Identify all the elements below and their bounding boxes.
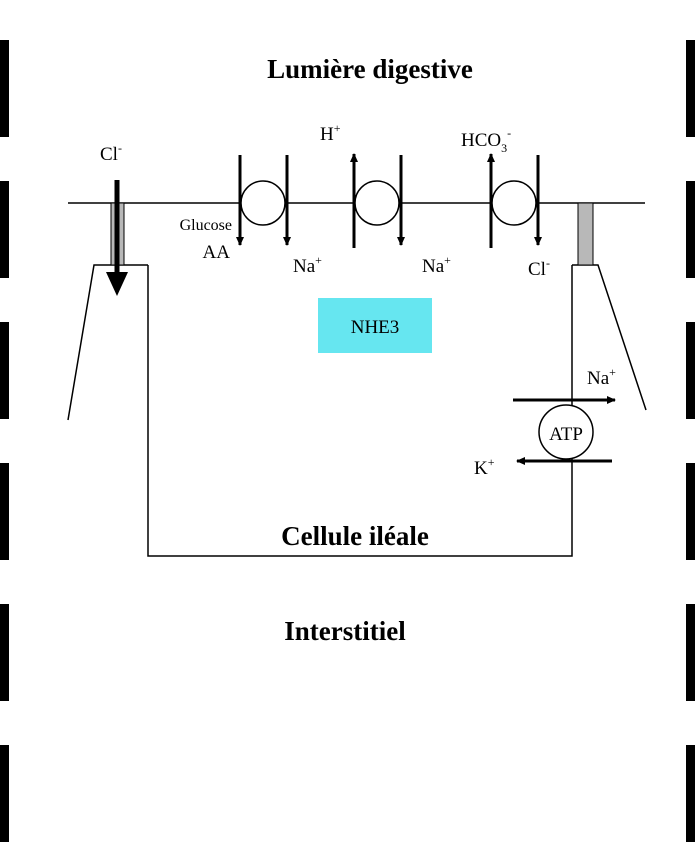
na-pump-label: Na+ [587, 365, 616, 389]
h-label: H+ [320, 121, 341, 145]
cl-hco3-transporter-circle [491, 180, 537, 226]
k-pump-label: K+ [474, 455, 495, 479]
nhe3-exchanger [350, 153, 405, 248]
glucose-label: Glucose [180, 217, 232, 234]
na-k-atpase [513, 396, 616, 465]
cell-title: Cellule iléale [281, 521, 429, 551]
cl-hco3-exchanger [487, 153, 542, 248]
right-dashed-border [686, 40, 695, 842]
atpase-circle [538, 404, 594, 460]
atp-label: ATP [549, 424, 583, 445]
sglt-transporter-circle [240, 180, 286, 226]
left-dashed-border [0, 40, 9, 842]
cl-exchanger-label: Cl- [528, 256, 550, 280]
nhe3-label: NHE3 [351, 317, 400, 338]
na-label-2: Na+ [422, 253, 451, 277]
cl-channel-label: Cl- [100, 141, 122, 165]
sglt-cotransporter [236, 155, 291, 246]
na-label-1: Na+ [293, 253, 322, 277]
aa-label: AA [203, 242, 231, 263]
nhe3-box [318, 298, 432, 353]
hco3-label: HCO3- [461, 126, 511, 155]
interstitium-title: Interstitiel [284, 616, 406, 646]
lumen-title: Lumière digestive [267, 54, 473, 84]
nhe3-transporter-circle [354, 180, 400, 226]
chloride-efflux-arrowhead [106, 272, 128, 296]
chloride-channel [106, 180, 128, 296]
left-neighbor-cell-outline [67, 264, 148, 421]
right-membrane-channel [577, 202, 594, 266]
